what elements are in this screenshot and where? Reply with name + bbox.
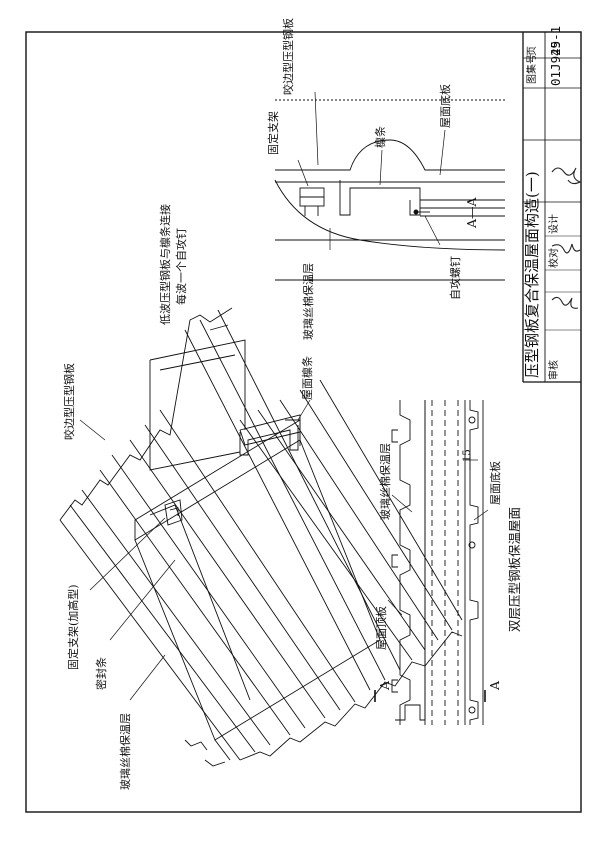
label-low-wave-line2: 每波一个自攻钉 [175, 228, 188, 305]
check-label: 校对 [549, 248, 560, 268]
outer-frame [25, 31, 582, 813]
label-roof-bottom-panel-double: 屋面底板 [489, 461, 502, 505]
label-bite-edge-panel-iso: 咬边型压型钢板 [63, 363, 76, 440]
section-aa-title: A—A [464, 197, 479, 228]
label-self-tapping-screw: 自攻螺钉 [449, 256, 462, 300]
label-glass-wool-iso: 玻璃丝棉保温层 [119, 713, 132, 790]
title-block [522, 32, 581, 383]
page-label: 页 [527, 46, 538, 56]
corrugated-panel [59, 307, 463, 767]
label-sealing-strip: 密封条 [95, 657, 108, 690]
dimension-15: 15 [462, 449, 473, 462]
label-fixed-support-high: 固定支架(加高型) [67, 584, 80, 670]
double-layer-section [374, 400, 489, 725]
review-label: 审核 [549, 360, 560, 380]
isometric-roof-view [59, 307, 463, 767]
design-label: 设计 [549, 214, 560, 234]
drawing-title: 压型钢板复合保温屋面构造(一) [523, 171, 541, 378]
label-roof-top-panel: 屋面顶板 [375, 606, 388, 650]
insulation-and-purlin [134, 339, 381, 761]
signature-marks [551, 167, 582, 309]
page-number: 49 [548, 40, 563, 56]
label-bite-edge-panel: 咬边型压型钢板 [282, 18, 295, 95]
label-glass-wool-double: 玻璃丝棉保温层 [379, 443, 392, 520]
label-glass-wool-aa: 玻璃丝棉保温层 [302, 263, 315, 340]
label-low-wave-line1: 低波压型钢板与檩条连接 [159, 204, 172, 325]
atlas-label: 图集号 [527, 54, 538, 84]
label-fixed-support: 固定支架 [267, 111, 280, 155]
label-roof-purlin: 屋面檩条 [301, 356, 314, 400]
section-mark-top: A [377, 680, 392, 690]
section-mark-bottom: A [487, 680, 502, 690]
iso-leaders [79, 324, 311, 701]
label-purlin: 檩条 [374, 126, 387, 148]
double-layer-caption: 双层压型钢板保温屋面 [507, 506, 522, 632]
section-aa-drawing [274, 91, 506, 281]
label-roof-bottom-panel-aa: 屋面底板 [439, 84, 452, 128]
